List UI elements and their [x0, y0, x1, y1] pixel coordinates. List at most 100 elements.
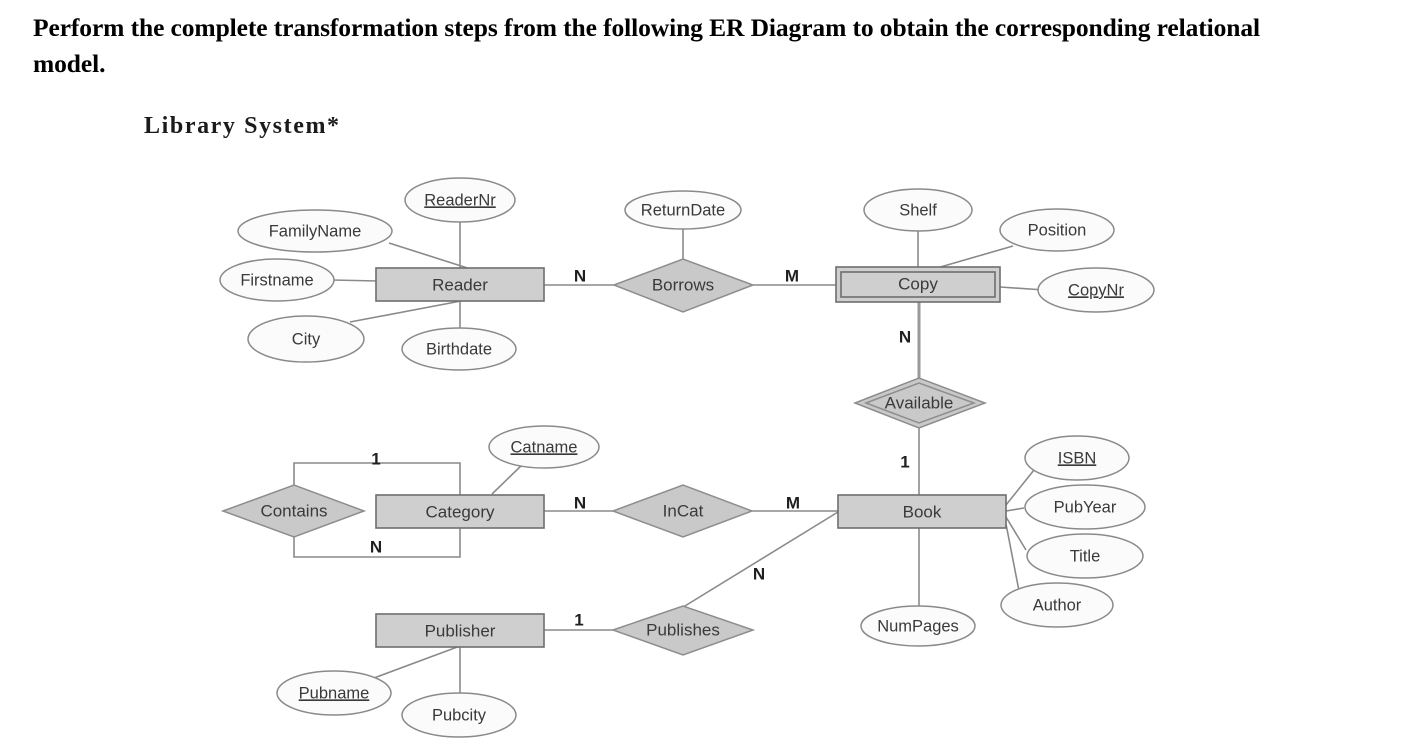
attribute-pubyear-ellipse[interactable]: [1024, 484, 1146, 530]
attribute-title-label: Title: [1070, 547, 1101, 565]
attribute-position[interactable]: Position: [999, 208, 1115, 252]
attribute-firstname-label: Firstname: [240, 271, 313, 289]
relationship-borrows-diamond[interactable]: [611, 258, 756, 313]
entity-category-box[interactable]: [375, 494, 545, 529]
relationship-contains-diamond[interactable]: [220, 484, 367, 538]
entity-reader-box[interactable]: [375, 267, 545, 302]
attribute-catname[interactable]: Catname: [488, 425, 600, 469]
entity-book-label: Book: [903, 502, 942, 521]
attribute-shelf-label: Shelf: [899, 201, 937, 219]
attribute-familyname-label: FamilyName: [269, 222, 362, 240]
attribute-author-ellipse[interactable]: [1000, 582, 1114, 628]
cardinality-contains-top: 1: [371, 449, 380, 468]
attribute-pubname-label: Pubname: [299, 684, 370, 702]
attribute-catname-label: Catname: [511, 438, 578, 456]
relationship-publishes-label: Publishes: [646, 620, 720, 639]
cardinality-contains-bottom: N: [370, 537, 382, 556]
attribute-pubcity[interactable]: Pubcity: [401, 692, 517, 738]
connector-category-catname: [491, 464, 523, 495]
connector-book-publishes: [679, 511, 839, 610]
attribute-shelf-ellipse[interactable]: [863, 188, 973, 232]
entity-book-box[interactable]: [837, 494, 1007, 529]
entity-book[interactable]: Book: [837, 494, 1007, 529]
attribute-catname-ellipse[interactable]: [488, 425, 600, 469]
attribute-shelf[interactable]: Shelf: [863, 188, 973, 232]
attribute-author[interactable]: Author: [1000, 582, 1114, 628]
attribute-birthdate-label: Birthdate: [426, 340, 492, 358]
cardinality-book-publishes: N: [753, 564, 765, 583]
attribute-familyname-ellipse[interactable]: [237, 209, 393, 253]
attribute-position-label: Position: [1028, 221, 1087, 239]
attribute-birthdate-ellipse[interactable]: [401, 327, 517, 371]
relationship-borrows-label: Borrows: [652, 275, 714, 294]
connector-reader-firstname: [331, 279, 379, 282]
attribute-copynr[interactable]: CopyNr: [1037, 267, 1155, 313]
attribute-returndate-ellipse[interactable]: [624, 190, 742, 230]
cardinality-reader-borrows: N: [574, 266, 586, 285]
question-prompt: Perform the complete transformation step…: [33, 13, 1261, 79]
attribute-isbn[interactable]: ISBN: [1024, 435, 1130, 481]
attribute-returndate[interactable]: ReturnDate: [624, 190, 742, 230]
attribute-returndate-label: ReturnDate: [641, 201, 725, 219]
attribute-readernr-ellipse[interactable]: [404, 177, 516, 223]
attribute-author-label: Author: [1033, 596, 1082, 614]
entity-copy[interactable]: Copy: [835, 266, 1001, 303]
entity-category[interactable]: Category: [375, 494, 545, 529]
entity-copy-box-inner: [840, 271, 996, 298]
cardinality-publisher-publishes: 1: [574, 610, 583, 629]
relationship-incat-diamond[interactable]: [610, 484, 755, 538]
entity-copy-label: Copy: [898, 274, 938, 293]
attribute-firstname-ellipse[interactable]: [219, 258, 335, 302]
attribute-familyname[interactable]: FamilyName: [237, 209, 393, 253]
attribute-city[interactable]: City: [247, 315, 365, 363]
attribute-title[interactable]: Title: [1026, 533, 1144, 579]
relationship-publishes-diamond[interactable]: [610, 605, 756, 656]
relationship-borrows[interactable]: Borrows: [611, 258, 756, 313]
relationship-incat-label: InCat: [663, 501, 704, 520]
attribute-birthdate[interactable]: Birthdate: [401, 327, 517, 371]
connector-reader-familyname: [388, 242, 481, 273]
attribute-pubcity-label: Pubcity: [432, 706, 487, 724]
attribute-isbn-ellipse[interactable]: [1024, 435, 1130, 481]
entity-publisher-box[interactable]: [375, 613, 545, 648]
attribute-pubyear[interactable]: PubYear: [1024, 484, 1146, 530]
cardinality-category-incat: N: [574, 493, 586, 512]
entity-reader-label: Reader: [432, 275, 488, 294]
attribute-readernr[interactable]: ReaderNr: [404, 177, 516, 223]
attribute-copynr-ellipse[interactable]: [1037, 267, 1155, 313]
relationship-incat[interactable]: InCat: [610, 484, 755, 538]
relationship-available[interactable]: Available: [852, 377, 988, 429]
relationship-contains[interactable]: Contains: [220, 484, 367, 538]
attribute-isbn-label: ISBN: [1058, 449, 1097, 467]
connector-copy-copynr: [999, 286, 1045, 291]
attribute-pubname-ellipse[interactable]: [276, 670, 392, 716]
attribute-title-ellipse[interactable]: [1026, 533, 1144, 579]
attribute-pubcity-ellipse[interactable]: [401, 692, 517, 738]
attribute-readernr-label: ReaderNr: [424, 191, 496, 209]
entity-reader[interactable]: Reader: [375, 267, 545, 302]
connector-book-pubyear: [1005, 507, 1025, 512]
attribute-firstname[interactable]: Firstname: [219, 258, 335, 302]
attribute-pubname[interactable]: Pubname: [276, 670, 392, 716]
relationship-available-diamond-inner: [863, 382, 977, 424]
entity-category-label: Category: [426, 502, 495, 521]
diagram-title: Library System*: [144, 113, 341, 139]
entity-publisher-label: Publisher: [425, 621, 496, 640]
cardinality-copy-available: N: [899, 327, 911, 346]
relationship-available-label: Available: [885, 393, 954, 412]
attribute-position-ellipse[interactable]: [999, 208, 1115, 252]
attribute-numpages-ellipse[interactable]: [860, 605, 976, 647]
cardinality-available-book: 1: [900, 452, 909, 471]
cardinality-incat-book: M: [786, 493, 800, 512]
connector-book-isbn: [1005, 469, 1035, 506]
attribute-city-label: City: [292, 330, 321, 348]
attribute-numpages-label: NumPages: [877, 617, 959, 635]
attribute-numpages[interactable]: NumPages: [860, 605, 976, 647]
attribute-copynr-label: CopyNr: [1068, 281, 1124, 299]
entity-publisher[interactable]: Publisher: [375, 613, 545, 648]
attribute-pubyear-label: PubYear: [1054, 498, 1117, 516]
attribute-city-ellipse[interactable]: [247, 315, 365, 363]
connector-copy-position: [929, 245, 1014, 271]
relationship-publishes[interactable]: Publishes: [610, 605, 756, 656]
